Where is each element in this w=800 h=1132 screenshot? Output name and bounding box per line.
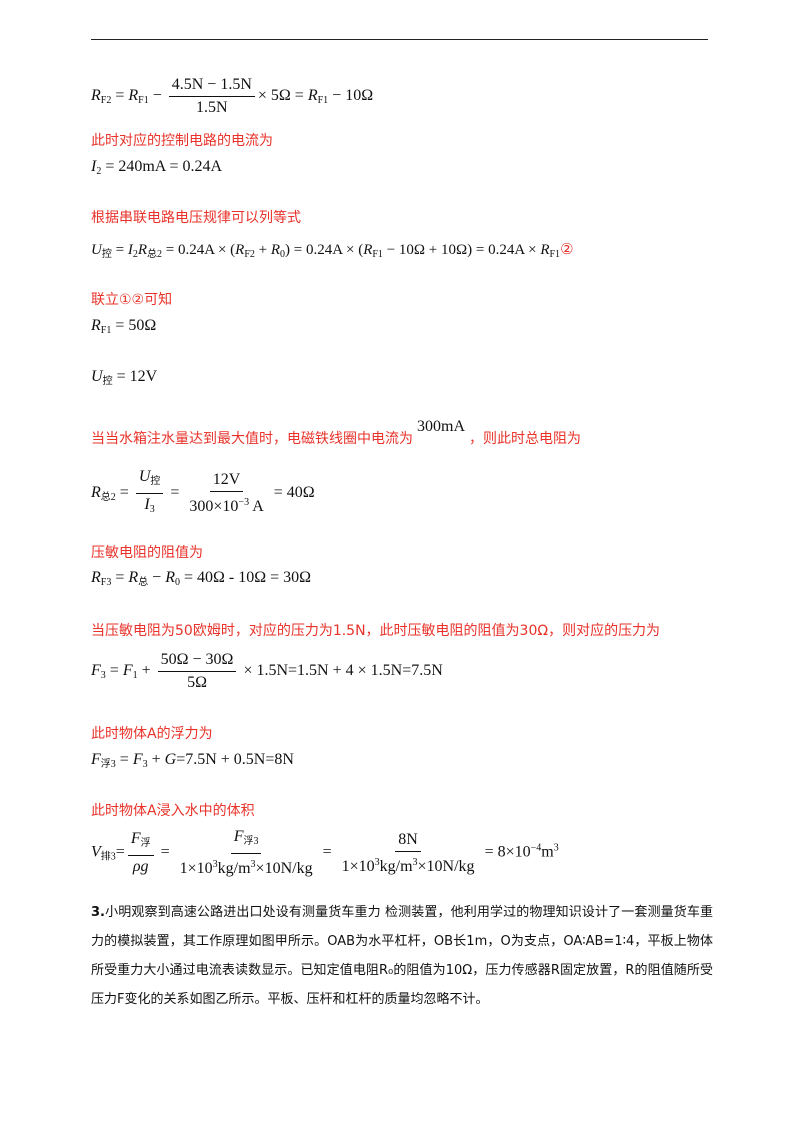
resistor-intro: 压敏电阻的阻值为 xyxy=(91,545,203,561)
max-water-intro: 当当水箱注水量达到最大值时，电磁铁线圈中电流为300mA，则此时总电阻为 xyxy=(91,418,581,447)
question-3-text: 3.小明观察到高速公路进出口处设有测量货车重力 检测装置，他利用学过的物理知识设… xyxy=(91,898,713,1014)
equation-u-result: U控 = 12V xyxy=(91,368,158,387)
combine-intro: 联立①②可知 xyxy=(91,292,173,308)
equation-rf3: RF3 = R总 − R0 = 40Ω - 10Ω = 30Ω xyxy=(91,569,312,588)
control-current-intro: 此时对应的控制电路的电流为 xyxy=(91,133,273,149)
series-law-intro: 根据串联电路电压规律可以列等式 xyxy=(91,210,301,226)
equation-i2: I2 = 240mA = 0.24A xyxy=(91,158,223,177)
header-rule xyxy=(91,39,708,40)
question-number: 3. xyxy=(91,905,105,920)
equation-buoyancy: F浮3 = F3 + G=7.5N + 0.5N=8N xyxy=(91,751,294,770)
max-current-value: 300mA xyxy=(417,418,465,435)
equation-rf1-result: RF1 = 50Ω xyxy=(91,317,157,336)
force-intro: 当压敏电阻为50欧姆时，对应的压力为1.5N，此时压敏电阻的阻值为30Ω，则对应… xyxy=(91,623,661,639)
equation-u-control: U控 = I2R总2 = 0.24A × (RF2 + R0) = 0.24A … xyxy=(91,242,574,260)
question-body: 小明观察到高速公路进出口处设有测量货车重力 检测装置，他利用学过的物理知识设计了… xyxy=(91,905,713,1007)
volume-intro: 此时物体A浸入水中的体积 xyxy=(91,803,255,819)
equation-mark-2: ② xyxy=(560,242,574,258)
buoyancy-intro: 此时物体A的浮力为 xyxy=(91,726,213,742)
